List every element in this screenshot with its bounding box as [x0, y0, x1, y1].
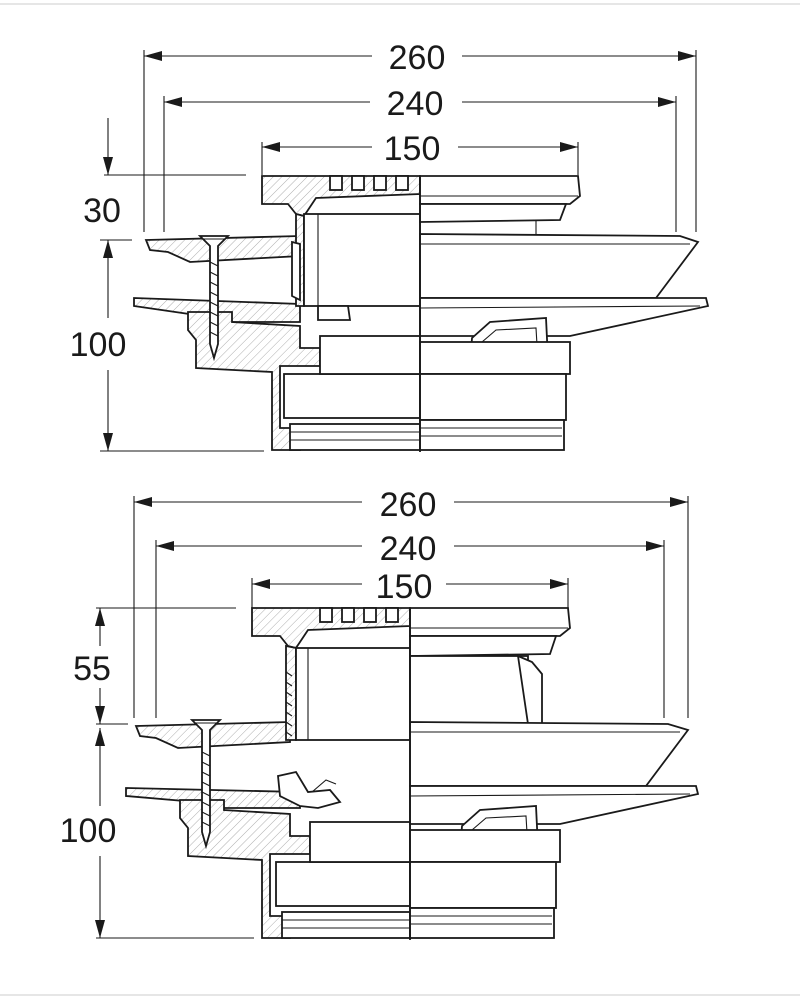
bottom-section-view: [125, 607, 411, 939]
top-dim-240: 240: [163, 85, 677, 232]
bottom-drain-assembly: 260 240 150 55: [60, 486, 700, 940]
top-dim-100: 100: [70, 239, 264, 452]
bottom-dim-260-label: 260: [380, 486, 437, 524]
top-dim-30: 30: [83, 118, 246, 230]
bottom-dim-55: 55: [73, 607, 236, 725]
top-outside-view: [419, 175, 710, 451]
bottom-screw: [189, 719, 223, 850]
top-dim-260-label: 260: [389, 39, 446, 77]
bottom-dim-150: 150: [251, 568, 569, 608]
top-drain-assembly: 260 240 150 30: [70, 39, 710, 452]
top-dim-240-label: 240: [387, 85, 444, 123]
top-dim-150-label: 150: [384, 130, 441, 168]
top-dim-100-label: 100: [70, 326, 127, 364]
top-screw: [197, 235, 231, 362]
bottom-outside-view: [409, 607, 700, 939]
top-dim-30-label: 30: [83, 192, 121, 230]
bottom-dim-150-label: 150: [376, 568, 433, 606]
bottom-dim-100-label: 100: [60, 812, 117, 850]
top-dim-150: 150: [261, 130, 579, 175]
top-dim-260: 260: [143, 39, 697, 232]
bottom-dim-55-label: 55: [73, 650, 111, 688]
bottom-dim-240-label: 240: [380, 530, 437, 568]
bottom-dim-260: 260: [133, 486, 689, 718]
top-section-view: [133, 175, 421, 451]
bottom-dim-240: 240: [155, 530, 665, 718]
bottom-dim-100: 100: [60, 728, 254, 939]
